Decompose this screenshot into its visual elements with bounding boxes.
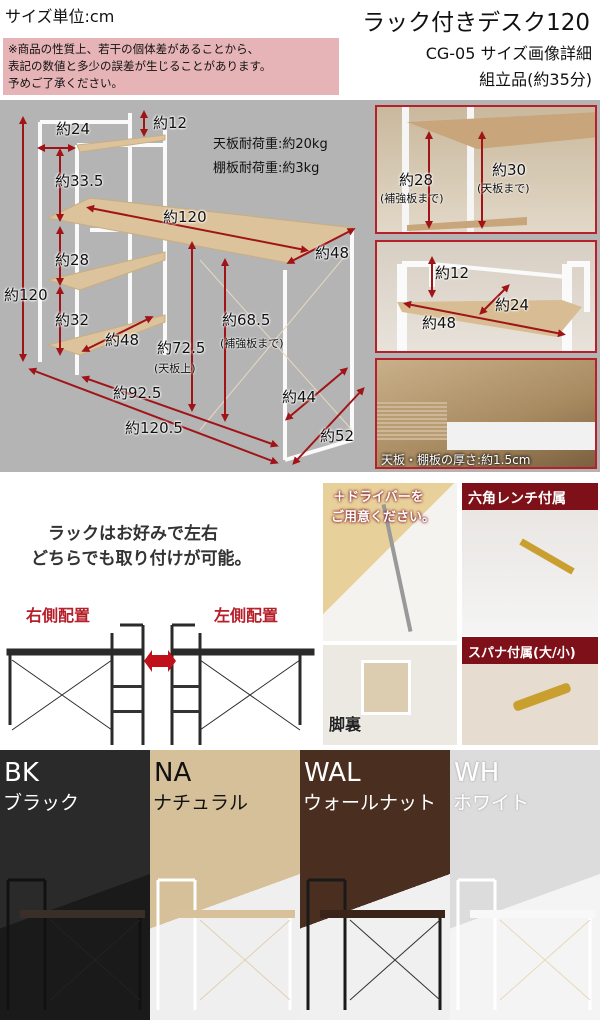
color-na: NA ナチュラル — [150, 750, 300, 1020]
spanner-label: スパナ付属(大/小) — [462, 637, 598, 664]
detail-thickness: 天板・棚板の厚さ:約1.5cm — [375, 358, 597, 469]
left-side-label: 左側配置 — [214, 606, 279, 625]
dim-shelf-width: 約48 — [105, 331, 140, 349]
swap-arrow-icon — [144, 650, 176, 672]
hex-wrench-label: 六角レンチ付属 — [462, 483, 598, 510]
dim-shelf-gap3: 約32 — [55, 311, 90, 329]
dim-top-guard: 約12 — [153, 114, 188, 132]
dim-desk-depth: 約48 — [315, 244, 350, 262]
dim-total-depth: 約52 — [320, 427, 355, 445]
desk-white-thumb — [456, 878, 595, 1010]
thickness-caption: 天板・棚板の厚さ:約1.5cm — [381, 453, 531, 467]
photo-spanner: スパナ付属(大/小) — [462, 637, 598, 745]
disclaimer-line: 予めご了承ください。 — [8, 76, 123, 90]
top-shelf-drawing — [397, 256, 590, 351]
color-code: BK — [4, 758, 39, 788]
p1-dim-b: 約30 — [492, 161, 527, 179]
layout-line2: どちらでも取り付けが可能。 — [31, 549, 252, 569]
p1-dim-a: 約28 — [399, 171, 434, 189]
color-name: ウォールナット — [303, 792, 437, 814]
dim-desk-width: 約120 — [163, 208, 207, 226]
disclaimer-box: ※商品の性質上、若干の個体差があることから、 表記の数値と多少の誤差が生じること… — [3, 38, 339, 95]
desk-dimension-drawing — [19, 110, 365, 465]
dim-under-height: 約68.5 — [222, 311, 271, 329]
load-top: 天板耐荷重:約20kg — [213, 137, 328, 152]
color-bk: BK ブラック — [0, 750, 150, 1020]
photo-foot: 脚裏 — [323, 645, 457, 745]
shelf-height-drawing — [402, 107, 595, 232]
dim-shelf-gap1: 約33.5 — [55, 172, 104, 190]
color-name: ホワイト — [453, 792, 530, 814]
p2-dim-h: 約12 — [435, 264, 470, 282]
assembly-label: 組立品(約35分) — [479, 70, 592, 89]
foot-label: 脚裏 — [329, 715, 362, 734]
leg-end — [361, 660, 411, 715]
dim-shelf-gap2: 約28 — [55, 251, 90, 269]
color-name: ナチュラル — [153, 792, 249, 814]
desk-walnut-thumb — [306, 878, 445, 1010]
size-unit: サイズ単位:cm — [5, 7, 115, 26]
desk-natural-thumb — [156, 878, 295, 1010]
driver-line2: ご用意ください。 — [331, 510, 436, 525]
dim-inner-width: 約92.5 — [113, 384, 162, 402]
p2-dim-d: 約24 — [495, 296, 530, 314]
dim-total-width: 約120.5 — [125, 419, 183, 437]
dim-under-note: (補強板まで) — [220, 337, 284, 350]
photo-driver: ＋ドライバーを ご用意ください。 — [323, 483, 457, 641]
p1-dim-a-note: (補強板まで) — [380, 192, 444, 205]
p1-dim-b-note: (天板まで) — [477, 182, 530, 195]
color-name: ブラック — [3, 792, 80, 814]
color-code: WAL — [304, 758, 361, 788]
color-wh: WH ホワイト — [450, 750, 600, 1020]
metal-frame — [447, 422, 595, 450]
dim-rack-depth: 約24 — [56, 120, 91, 138]
model-label: CG-05 サイズ画像詳細 — [425, 44, 592, 63]
spanner-icon — [512, 682, 572, 712]
detail-top-shelf: 約12 約24 約48 — [375, 240, 597, 353]
load-shelf: 棚板耐荷重:約3kg — [213, 161, 320, 176]
color-wal: WAL ウォールナット — [300, 750, 450, 1020]
dim-total-height: 約120 — [4, 286, 48, 304]
dim-desk-height: 約72.5 — [157, 339, 206, 357]
desk-black-thumb — [6, 878, 145, 1010]
rack-placement-drawing — [6, 623, 315, 745]
board-edge — [377, 402, 447, 440]
disclaimer-line: 表記の数値と多少の誤差が生じることがあります。 — [8, 59, 272, 73]
color-code: WH — [454, 758, 500, 788]
product-title: ラック付きデスク120 — [362, 10, 590, 36]
hex-wrench-icon — [519, 538, 575, 575]
disclaimer-line: ※商品の性質上、若干の個体差があることから、 — [8, 42, 260, 56]
driver-line1: ＋ドライバーを — [333, 490, 424, 505]
layout-line1: ラックはお好みで左右 — [48, 524, 218, 544]
detail-shelf-height: 約28 (補強板まで) 約30 (天板まで) — [375, 105, 597, 234]
dim-inner-depth: 約44 — [282, 388, 317, 406]
photo-hex-wrench: 六角レンチ付属 — [462, 483, 598, 636]
p2-dim-w: 約48 — [422, 314, 457, 332]
right-side-label: 右側配置 — [26, 606, 91, 625]
color-code: NA — [154, 758, 192, 788]
dim-desk-height-note: (天板上) — [154, 362, 196, 375]
